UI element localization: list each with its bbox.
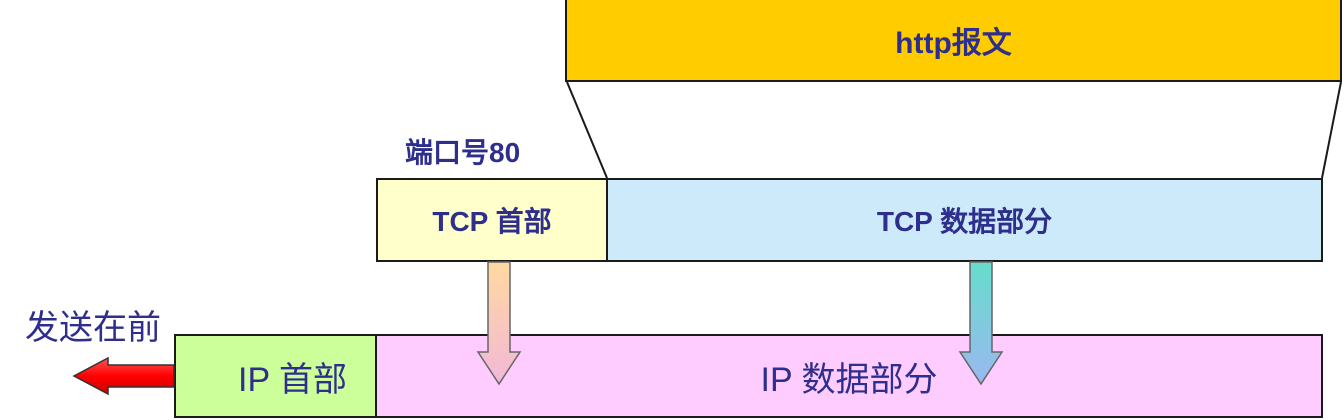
- tcp-header-label: TCP 首部: [432, 206, 552, 237]
- send-direction-arrow-icon: [72, 356, 175, 396]
- ip-data-box: IP 数据部分: [375, 334, 1323, 418]
- tcp-header-box: TCP 首部: [376, 178, 608, 262]
- tcp-data-down-arrow-icon: [958, 261, 1004, 386]
- tcp-data-label: TCP 数据部分: [876, 206, 1053, 237]
- funnel-right-line: [1321, 81, 1342, 179]
- http-message-box: http报文: [565, 0, 1342, 82]
- send-first-label: 发送在前: [25, 309, 161, 347]
- tcp-data-box: TCP 数据部分: [606, 178, 1323, 262]
- ip-header-box: IP 首部: [174, 334, 377, 418]
- ip-header-label: IP 首部: [238, 360, 347, 399]
- funnel-left-line: [566, 81, 608, 179]
- tcp-header-down-arrow-icon: [476, 261, 522, 386]
- port-number-label: 端口号80: [405, 137, 521, 168]
- http-message-label: http报文: [895, 27, 1012, 60]
- ip-data-label: IP 数据部分: [760, 360, 938, 399]
